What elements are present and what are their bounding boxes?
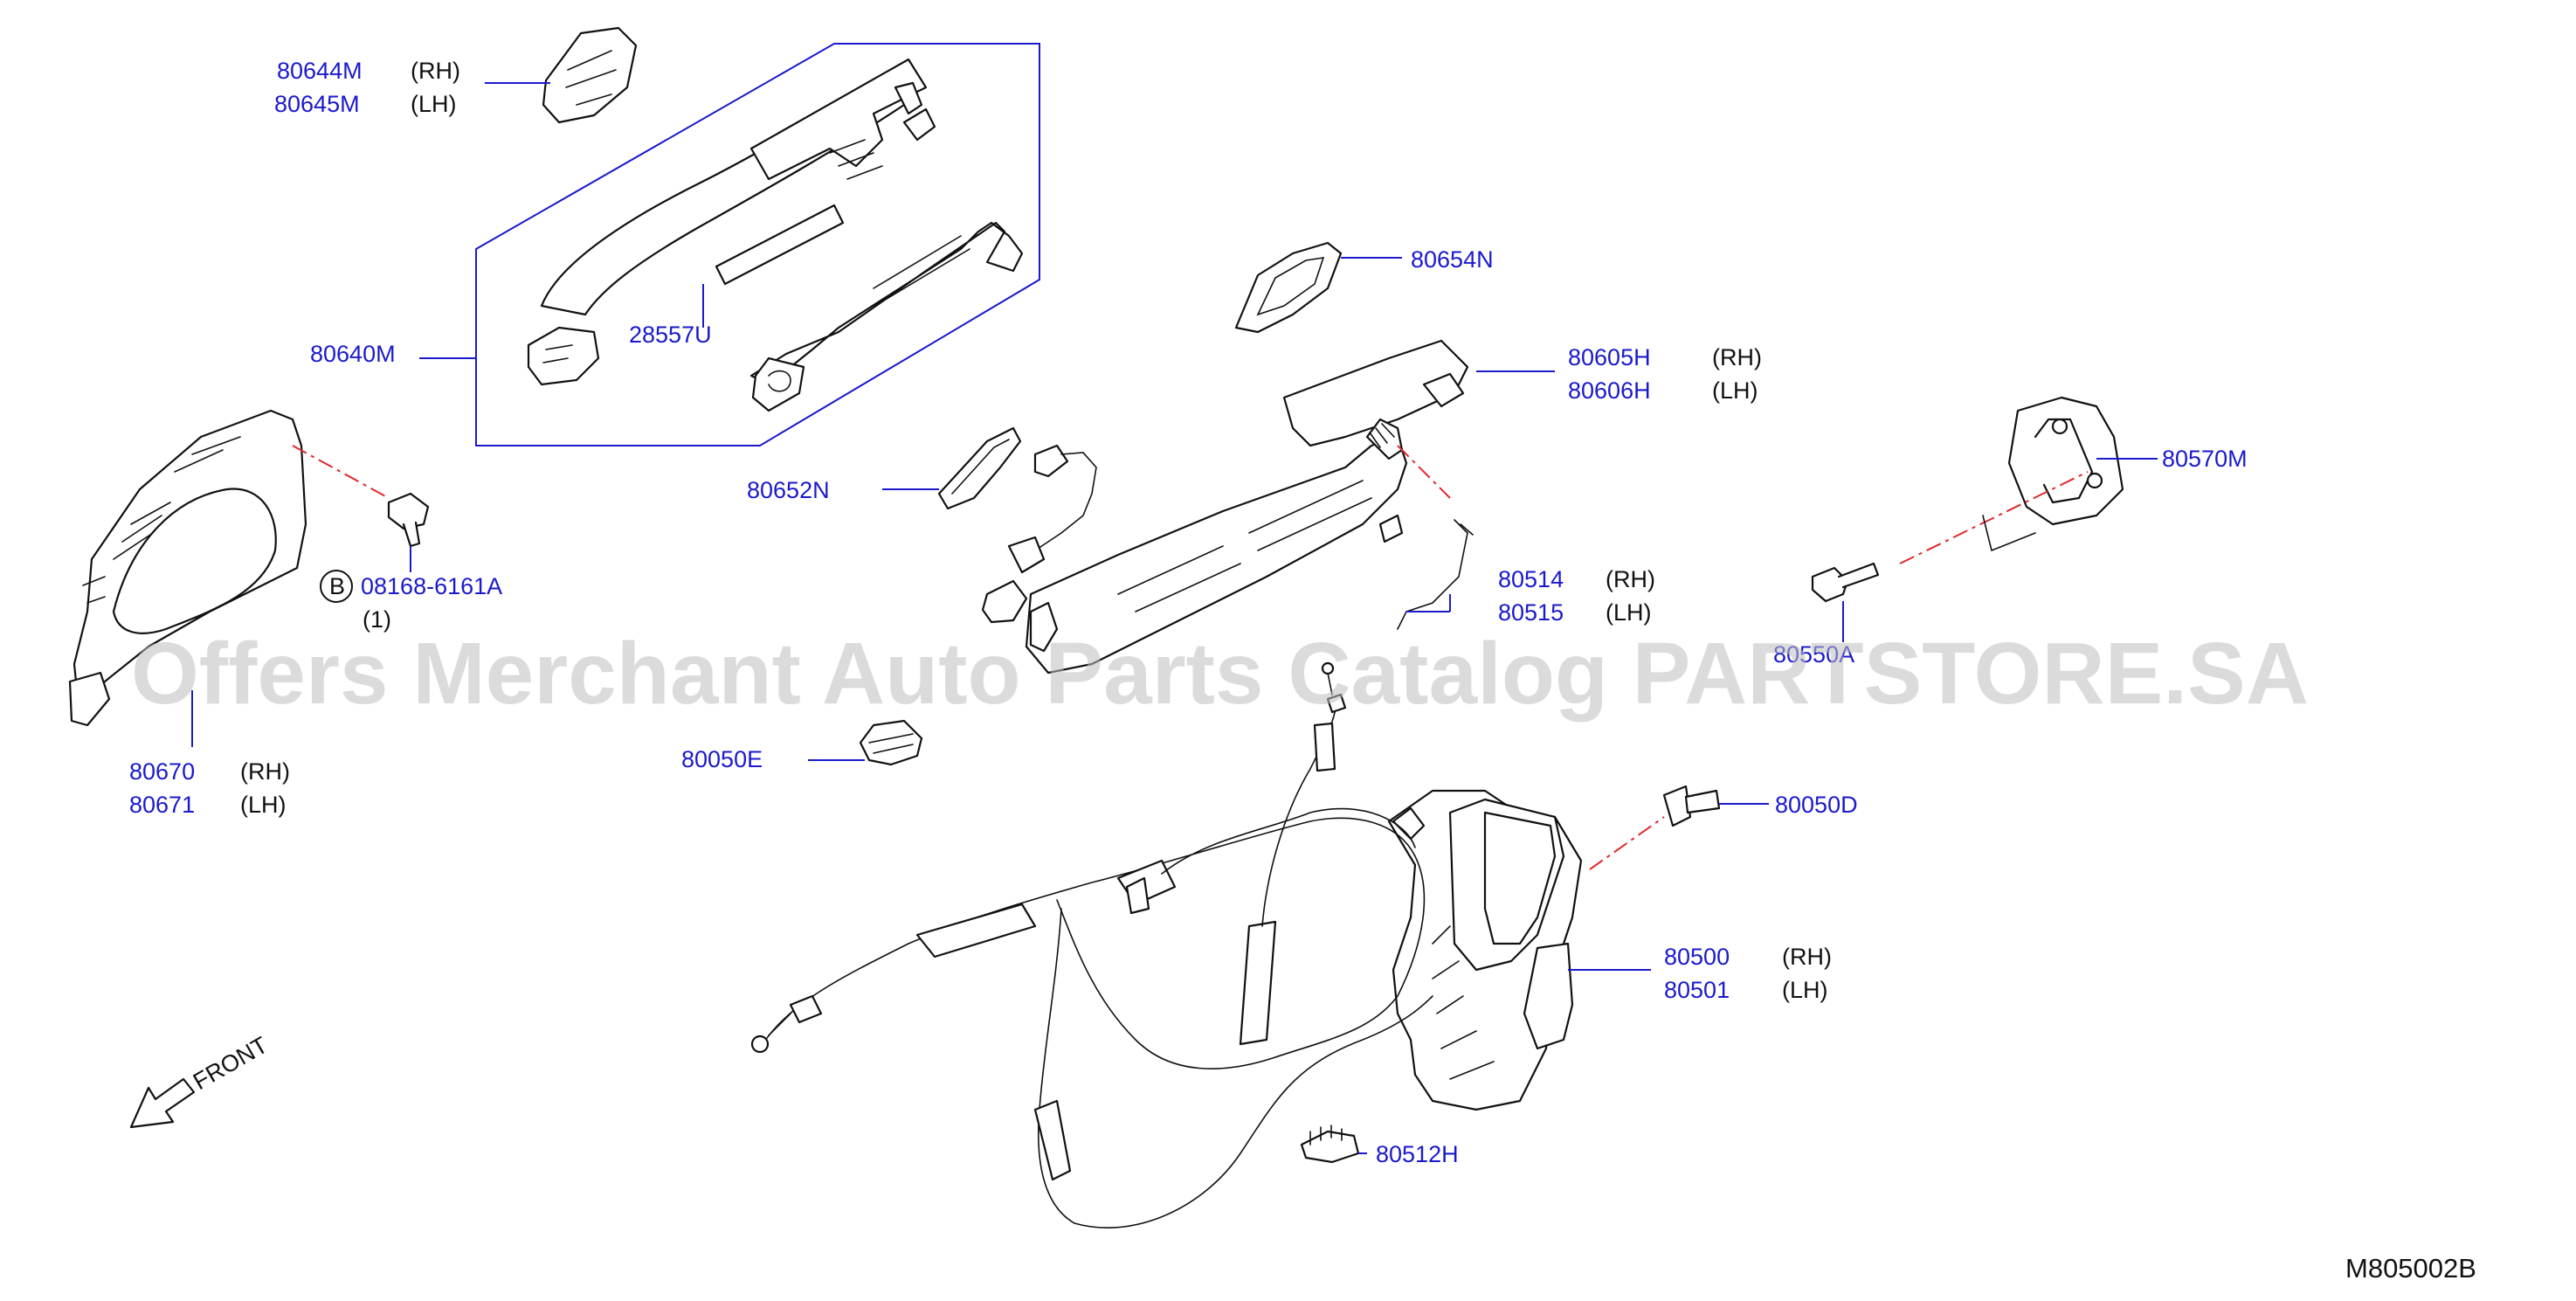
callout-side: (LH)	[1606, 599, 1652, 626]
callout-side: (RH)	[240, 758, 290, 785]
callout-part-number[interactable]: 28557U	[629, 322, 712, 348]
inside-handle-drawing	[68, 409, 307, 727]
callout-part-number[interactable]: 80550A	[1773, 641, 1854, 668]
reference-line-striker	[1899, 471, 2089, 564]
callout-part-number[interactable]: 80512H	[1376, 1141, 1459, 1167]
callout-part-number[interactable]: 80500	[1664, 944, 1730, 970]
callout-part-number[interactable]: 80515	[1498, 599, 1564, 626]
callout-badge: B	[329, 573, 345, 599]
door-lock-cables-drawing	[750, 661, 1433, 1228]
callout-part-number[interactable]: 80670	[129, 758, 195, 785]
front-direction-arrow: FRONT	[129, 1032, 273, 1129]
handle-rod-and-clips-drawing	[981, 444, 1097, 624]
callout-part-number[interactable]: 80644M	[277, 58, 363, 84]
door-lock-rod-drawing	[1397, 519, 1474, 630]
lock-screw-drawing	[1662, 785, 1721, 827]
handle-sensor-insert-drawing	[715, 204, 845, 286]
callout-side: (LH)	[1712, 377, 1758, 404]
handle-gasket-drawing	[937, 426, 1022, 510]
callout-part-number[interactable]: 80671	[129, 792, 195, 818]
door-striker-drawing	[2007, 396, 2124, 526]
callout-part-number[interactable]: 80606H	[1568, 377, 1651, 404]
callout-part-number[interactable]: 80050E	[681, 746, 763, 772]
outside-handle-drawing	[527, 58, 936, 386]
callout-part-number[interactable]: 80640M	[310, 341, 396, 367]
callout-side: (RH)	[411, 58, 460, 84]
callout-part-number[interactable]: 80605H	[1568, 344, 1651, 370]
callout-side: (RH)	[1782, 944, 1832, 970]
reference-line-bracket	[1397, 445, 1451, 499]
cable-clip-drawing	[1300, 1125, 1360, 1164]
leader-lines	[191, 82, 2158, 1154]
striker-bolt-drawing	[1811, 562, 1880, 603]
callout-part-number[interactable]: 80501	[1664, 977, 1730, 1003]
callout-part-number[interactable]: 08168-6161A	[361, 573, 502, 599]
inside-handle-bolt-drawing	[387, 492, 430, 548]
reference-line-lock-screw	[1589, 816, 1665, 870]
handle-assembly-group-frame	[475, 43, 1040, 446]
callout-side: (LH)	[411, 91, 457, 117]
watermark: Offers Merchant Auto Parts Catalog PARTS…	[131, 625, 2309, 723]
callout-part-number[interactable]: 80654N	[1411, 246, 1494, 273]
door-lock-actuator-drawing	[1387, 789, 1583, 1111]
part-callouts: 80644M (RH) 80645M (LH) 80640M 28557U 80…	[129, 58, 2248, 1167]
callout-side: (LH)	[240, 792, 287, 818]
callout-qty: (1)	[363, 606, 391, 633]
reference-line-inside-handle-bolt	[292, 445, 390, 499]
handle-escutcheon-cap-drawing	[542, 26, 638, 124]
handle-frame-drawing	[749, 221, 1024, 412]
callout-part-number[interactable]: 80570M	[2162, 446, 2248, 472]
callout-side: (RH)	[1606, 566, 1655, 592]
callout-badge-circle	[320, 570, 353, 603]
striker-alignment-mark	[1982, 515, 2036, 551]
lock-bushing-drawing	[859, 719, 923, 766]
outside-handle-bezel-drawing	[1234, 241, 1343, 334]
front-label: FRONT	[189, 1032, 273, 1095]
callout-side: (RH)	[1712, 344, 1762, 370]
diagram-code: M805002B	[2345, 1253, 2476, 1284]
callout-side: (LH)	[1782, 977, 1828, 1003]
callout-part-number[interactable]: 80652N	[747, 477, 830, 503]
callout-part-number[interactable]: 80645M	[274, 91, 360, 117]
callout-part-number[interactable]: 80514	[1498, 566, 1564, 592]
handle-bracket-drawing	[1025, 339, 1469, 675]
callout-part-number[interactable]: 80050D	[1775, 792, 1858, 818]
